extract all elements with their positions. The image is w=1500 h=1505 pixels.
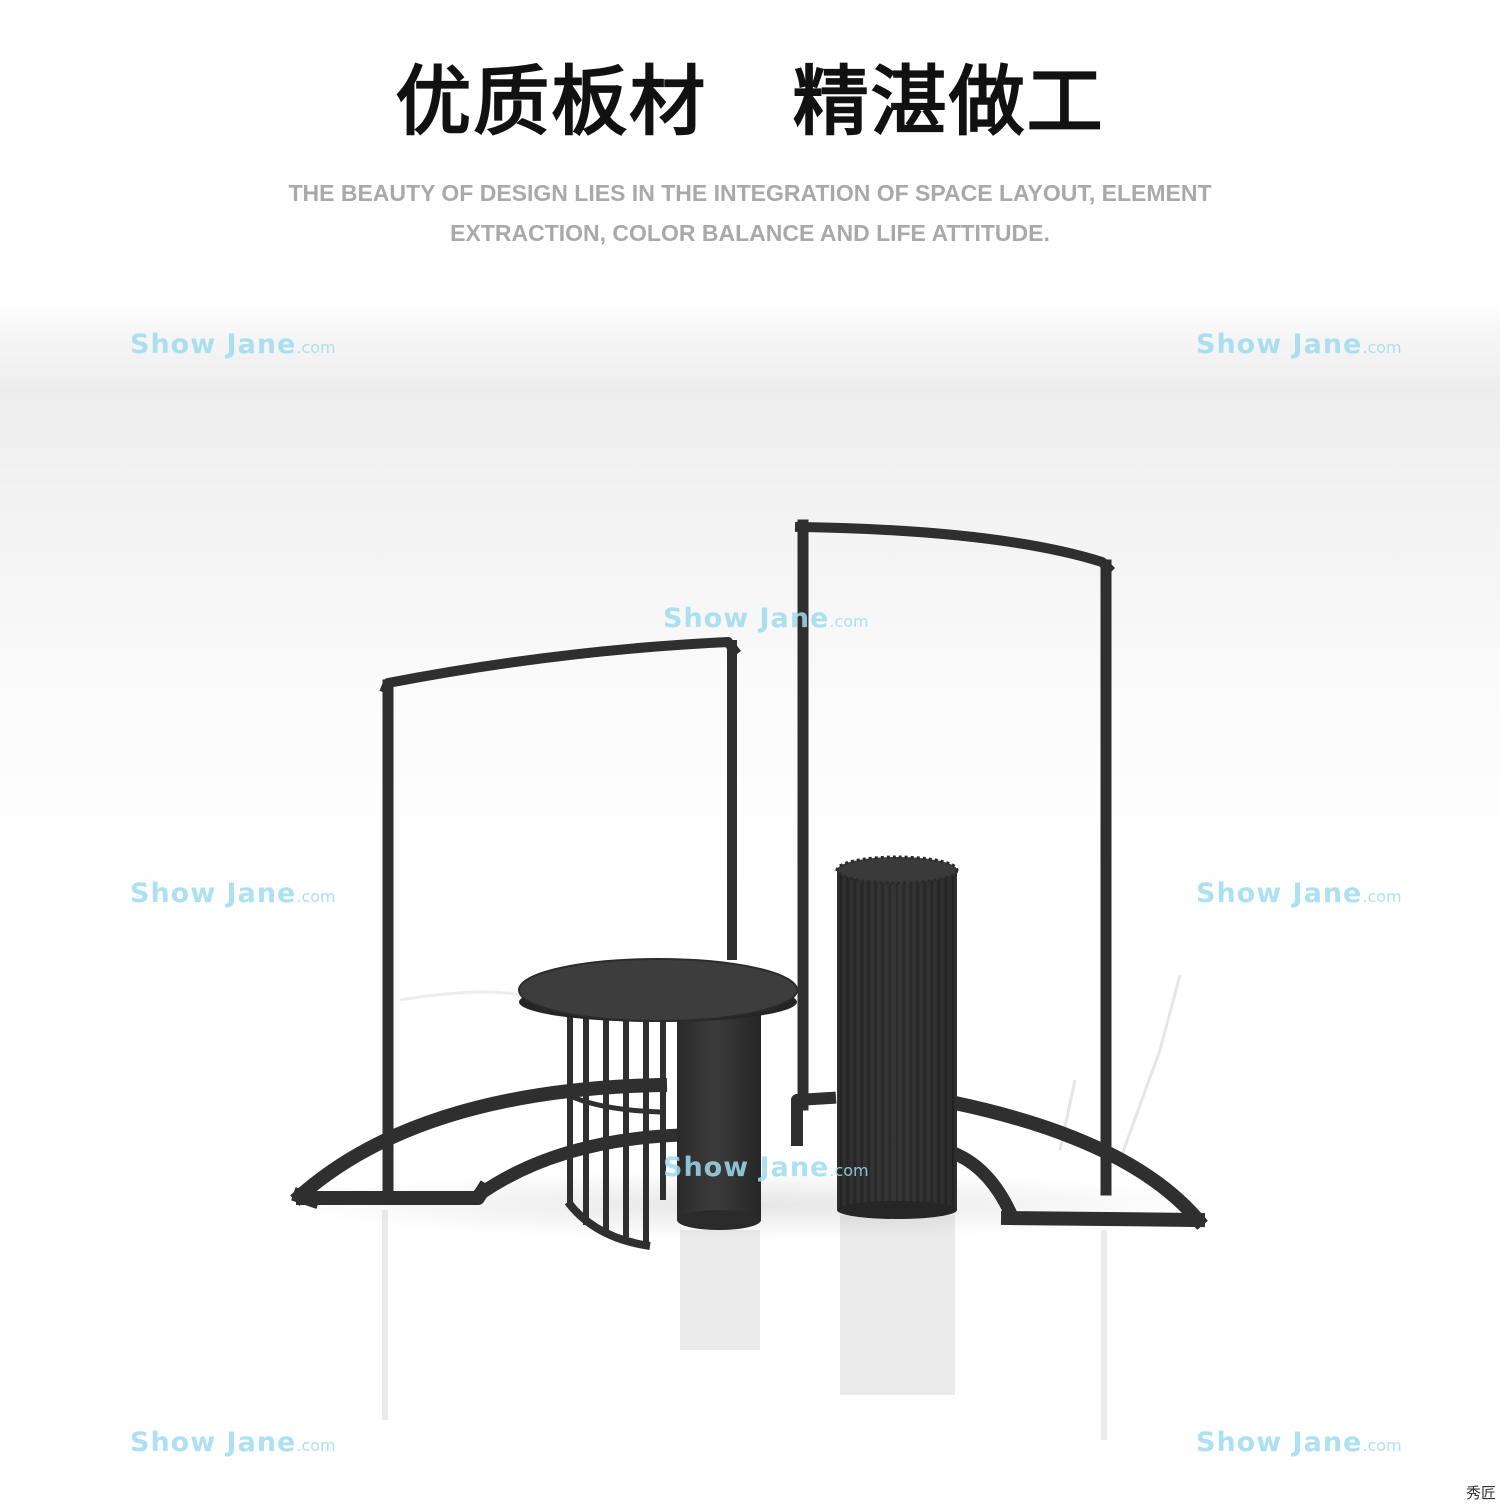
right-rack [791, 519, 1208, 1230]
table-pedestal [677, 1000, 761, 1230]
table-top [518, 958, 798, 1022]
watermark-mid-left: Show Jane.com [130, 878, 336, 909]
watermark-bottom-right: Show Jane.com [1196, 1427, 1402, 1458]
subtitle-line-2: EXTRACTION, COLOR BALANCE AND LIFE ATTIT… [450, 220, 1050, 246]
table-cage [564, 1015, 666, 1250]
watermark-center-top: Show Jane.com [663, 603, 869, 634]
subtitle-line-1: THE BEAUTY OF DESIGN LIES IN THE INTEGRA… [288, 180, 1212, 206]
left-rack [290, 637, 741, 1209]
watermark-mid-right: Show Jane.com [1196, 878, 1402, 909]
floor-reflection [382, 1210, 1107, 1440]
corner-logo-text: 秀匠 [1465, 1484, 1496, 1502]
watermark-center-bottom: Show Jane.com [663, 1152, 869, 1183]
watermark-top-right: Show Jane.com [1196, 329, 1402, 360]
watermark-top-left: Show Jane.com [130, 329, 336, 360]
watermark-bottom-left: Show Jane.com [130, 1427, 336, 1458]
fluted-column [835, 855, 959, 1219]
headline-title: 优质板材 精湛做工 [395, 57, 1105, 146]
